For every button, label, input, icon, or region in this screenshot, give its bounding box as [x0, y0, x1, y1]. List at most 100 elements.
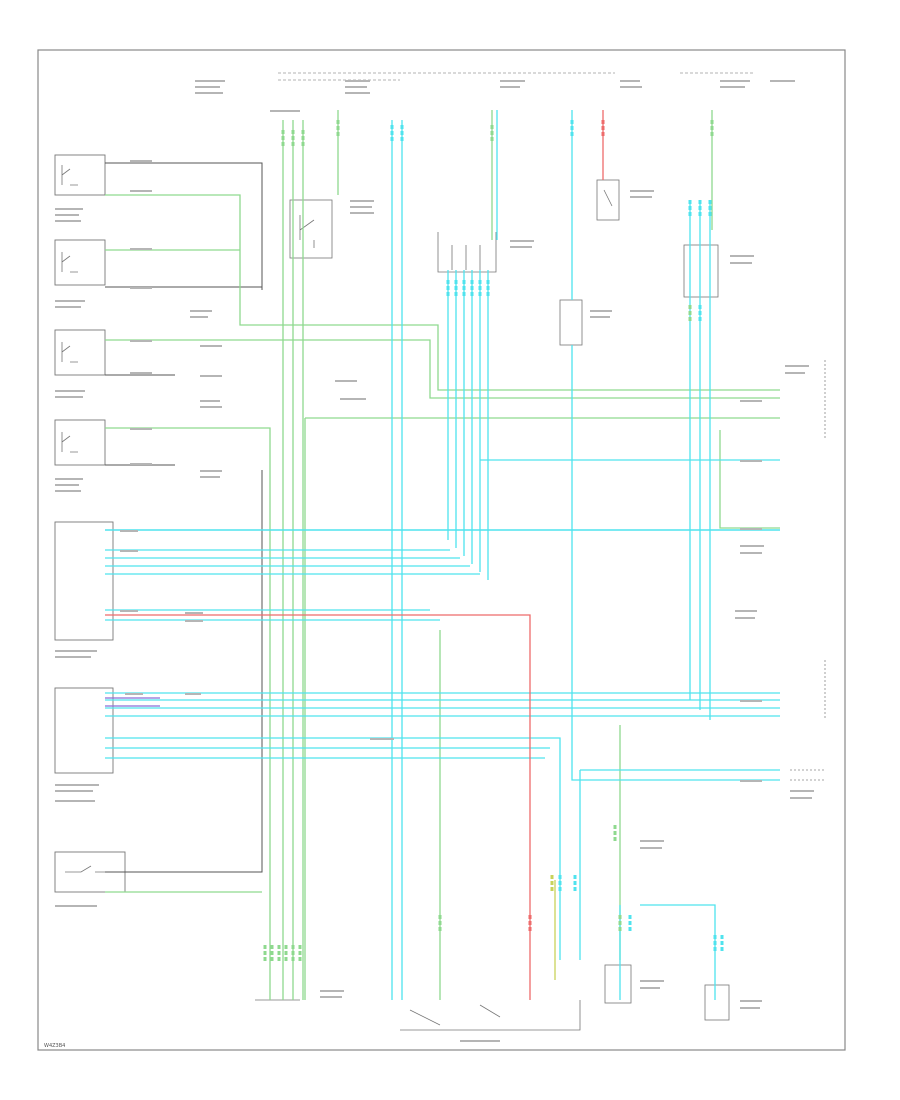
label-mark: [130, 160, 152, 162]
label-mark: [720, 80, 750, 82]
connector-pin: [688, 200, 692, 204]
label-mark: [55, 214, 79, 216]
label-mark: [55, 656, 91, 658]
label-mark: [740, 400, 762, 402]
wire-8: [105, 339, 780, 399]
connector-pin: [454, 292, 458, 296]
wire-6: [105, 194, 780, 391]
label-mark: [55, 790, 93, 792]
label-mark: [130, 372, 152, 374]
label-mark: [735, 617, 755, 619]
connector-pin: [400, 137, 404, 141]
wire-26: [571, 345, 780, 781]
label-mark: [320, 996, 342, 998]
label-mark: [510, 246, 532, 248]
label-mark: [345, 80, 370, 82]
connector-pin: [688, 212, 692, 216]
label-mark: [460, 1040, 500, 1042]
connector-pin: [618, 915, 622, 919]
wire-55: [105, 614, 531, 1000]
connector-pin: [713, 935, 717, 939]
connector-pin: [490, 137, 494, 141]
label-mark: [195, 86, 220, 88]
label-mark: [55, 484, 79, 486]
label-mark: [55, 396, 83, 398]
connector-pin: [628, 927, 632, 931]
connector-pin: [573, 875, 577, 879]
bottom-switch: [255, 999, 581, 1031]
label-mark: [620, 86, 642, 88]
label-mark: [55, 208, 83, 210]
connector-pin: [281, 142, 285, 146]
connector-pin: [336, 120, 340, 124]
label-mark: [195, 80, 225, 82]
connector-pin: [291, 957, 295, 961]
connector-pin: [708, 200, 712, 204]
connector-pin: [390, 131, 394, 135]
connector-pin: [291, 136, 295, 140]
connector-pin: [263, 957, 267, 961]
label-mark: [185, 693, 201, 695]
wire-53: [640, 904, 716, 1000]
label-mark: [630, 190, 654, 192]
label-mark: [590, 310, 612, 312]
connector-pin: [438, 927, 442, 931]
label-mark: [120, 610, 138, 612]
label-mark: [120, 550, 138, 552]
connector-pin: [478, 292, 482, 296]
control-unit-box: [54, 687, 114, 774]
connector-pin: [284, 951, 288, 955]
connector-pin: [454, 286, 458, 290]
connector-pin: [698, 311, 702, 315]
connector-pin: [277, 945, 281, 949]
connector-pin: [550, 887, 554, 891]
connector-pin: [470, 286, 474, 290]
label-mark: [790, 797, 812, 799]
label-mark: [740, 700, 762, 702]
connector-pin: [698, 305, 702, 309]
label-mark: [335, 380, 357, 382]
relay-box-3: [596, 179, 620, 221]
label-mark: [190, 316, 208, 318]
connector-pin: [281, 130, 285, 134]
label-mark: [130, 287, 152, 289]
label-mark: [200, 345, 222, 347]
connector-pin: [270, 945, 274, 949]
connector-pin: [573, 881, 577, 885]
connector-pin: [446, 292, 450, 296]
label-mark: [740, 460, 762, 462]
diagram-frame: [37, 49, 846, 1051]
connector-pin: [573, 887, 577, 891]
label-mark: [200, 375, 222, 377]
label-mark: [370, 738, 394, 740]
connector-pin: [284, 945, 288, 949]
connector-pin: [301, 136, 305, 140]
label-mark: [350, 212, 374, 214]
label-mark: [195, 92, 223, 94]
wire-1: [105, 162, 263, 290]
label-mark: [345, 86, 367, 88]
connector-pin: [698, 317, 702, 321]
connector-pin: [298, 957, 302, 961]
connector-pin: [688, 317, 692, 321]
label-mark: [640, 840, 664, 842]
connector-pin: [618, 927, 622, 931]
connector-pin: [336, 126, 340, 130]
label-mark: [55, 478, 83, 480]
label-mark: [130, 463, 152, 465]
relay-box-5: [559, 299, 583, 346]
label-mark: [55, 220, 81, 222]
connector-pin: [270, 957, 274, 961]
connector-pin: [400, 131, 404, 135]
wire-19: [719, 430, 780, 529]
relay-box-4: [683, 244, 719, 298]
connector-pin: [270, 951, 274, 955]
connector-pin: [601, 126, 605, 130]
label-mark: [55, 800, 95, 802]
label-mark: [790, 790, 814, 792]
connector-pin: [291, 142, 295, 146]
label-mark: [740, 780, 762, 782]
connector-pin: [281, 136, 285, 140]
